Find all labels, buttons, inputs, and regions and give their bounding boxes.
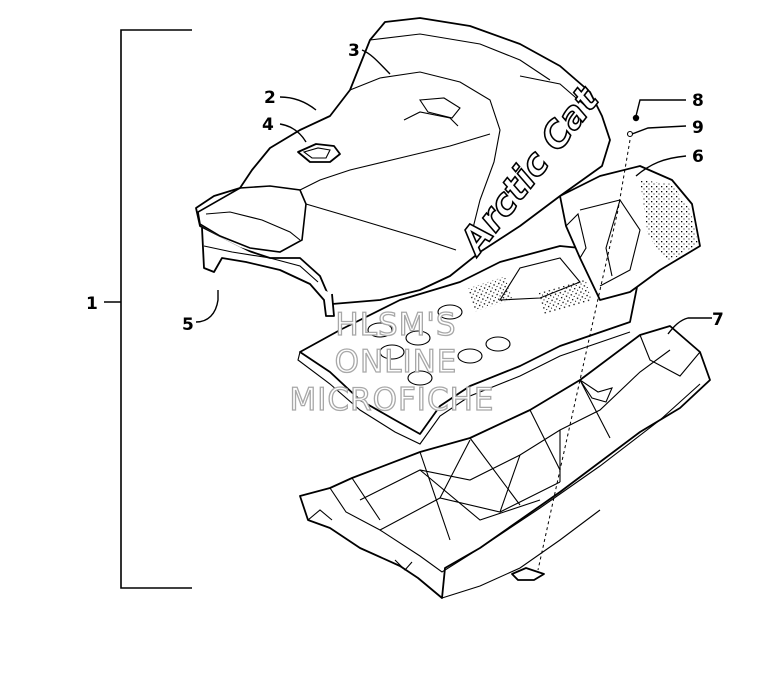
fastener-hardware [511,114,640,581]
callout-2: 2 [264,88,276,108]
leader-lines [195,49,712,335]
callout-5: 5 [182,315,194,335]
callout-3: 3 [348,41,360,61]
callout-8: 8 [692,91,704,111]
callout-9: 9 [692,118,704,138]
seat-base-tray [299,325,711,599]
callout-1: 1 [86,294,98,314]
callout-4: 4 [262,115,274,135]
watermark: HLSM'S ONLINE MICROFICHE [289,306,495,418]
watermark-line-3: MICROFICHE [290,382,495,418]
assembly-bracket [104,29,192,589]
watermark-line-2: ONLINE [335,344,458,380]
callout-labels: 1 2 3 4 5 6 7 8 9 [86,41,724,335]
screw-head-icon [632,114,640,122]
seat-cover [195,17,611,317]
watermark-line-1: HLSM'S [335,307,456,343]
rear-side-panel [559,165,701,301]
seat-emblem [297,143,341,163]
callout-7: 7 [712,310,724,330]
seat-base-plate [297,245,641,445]
callout-6: 6 [692,147,704,167]
